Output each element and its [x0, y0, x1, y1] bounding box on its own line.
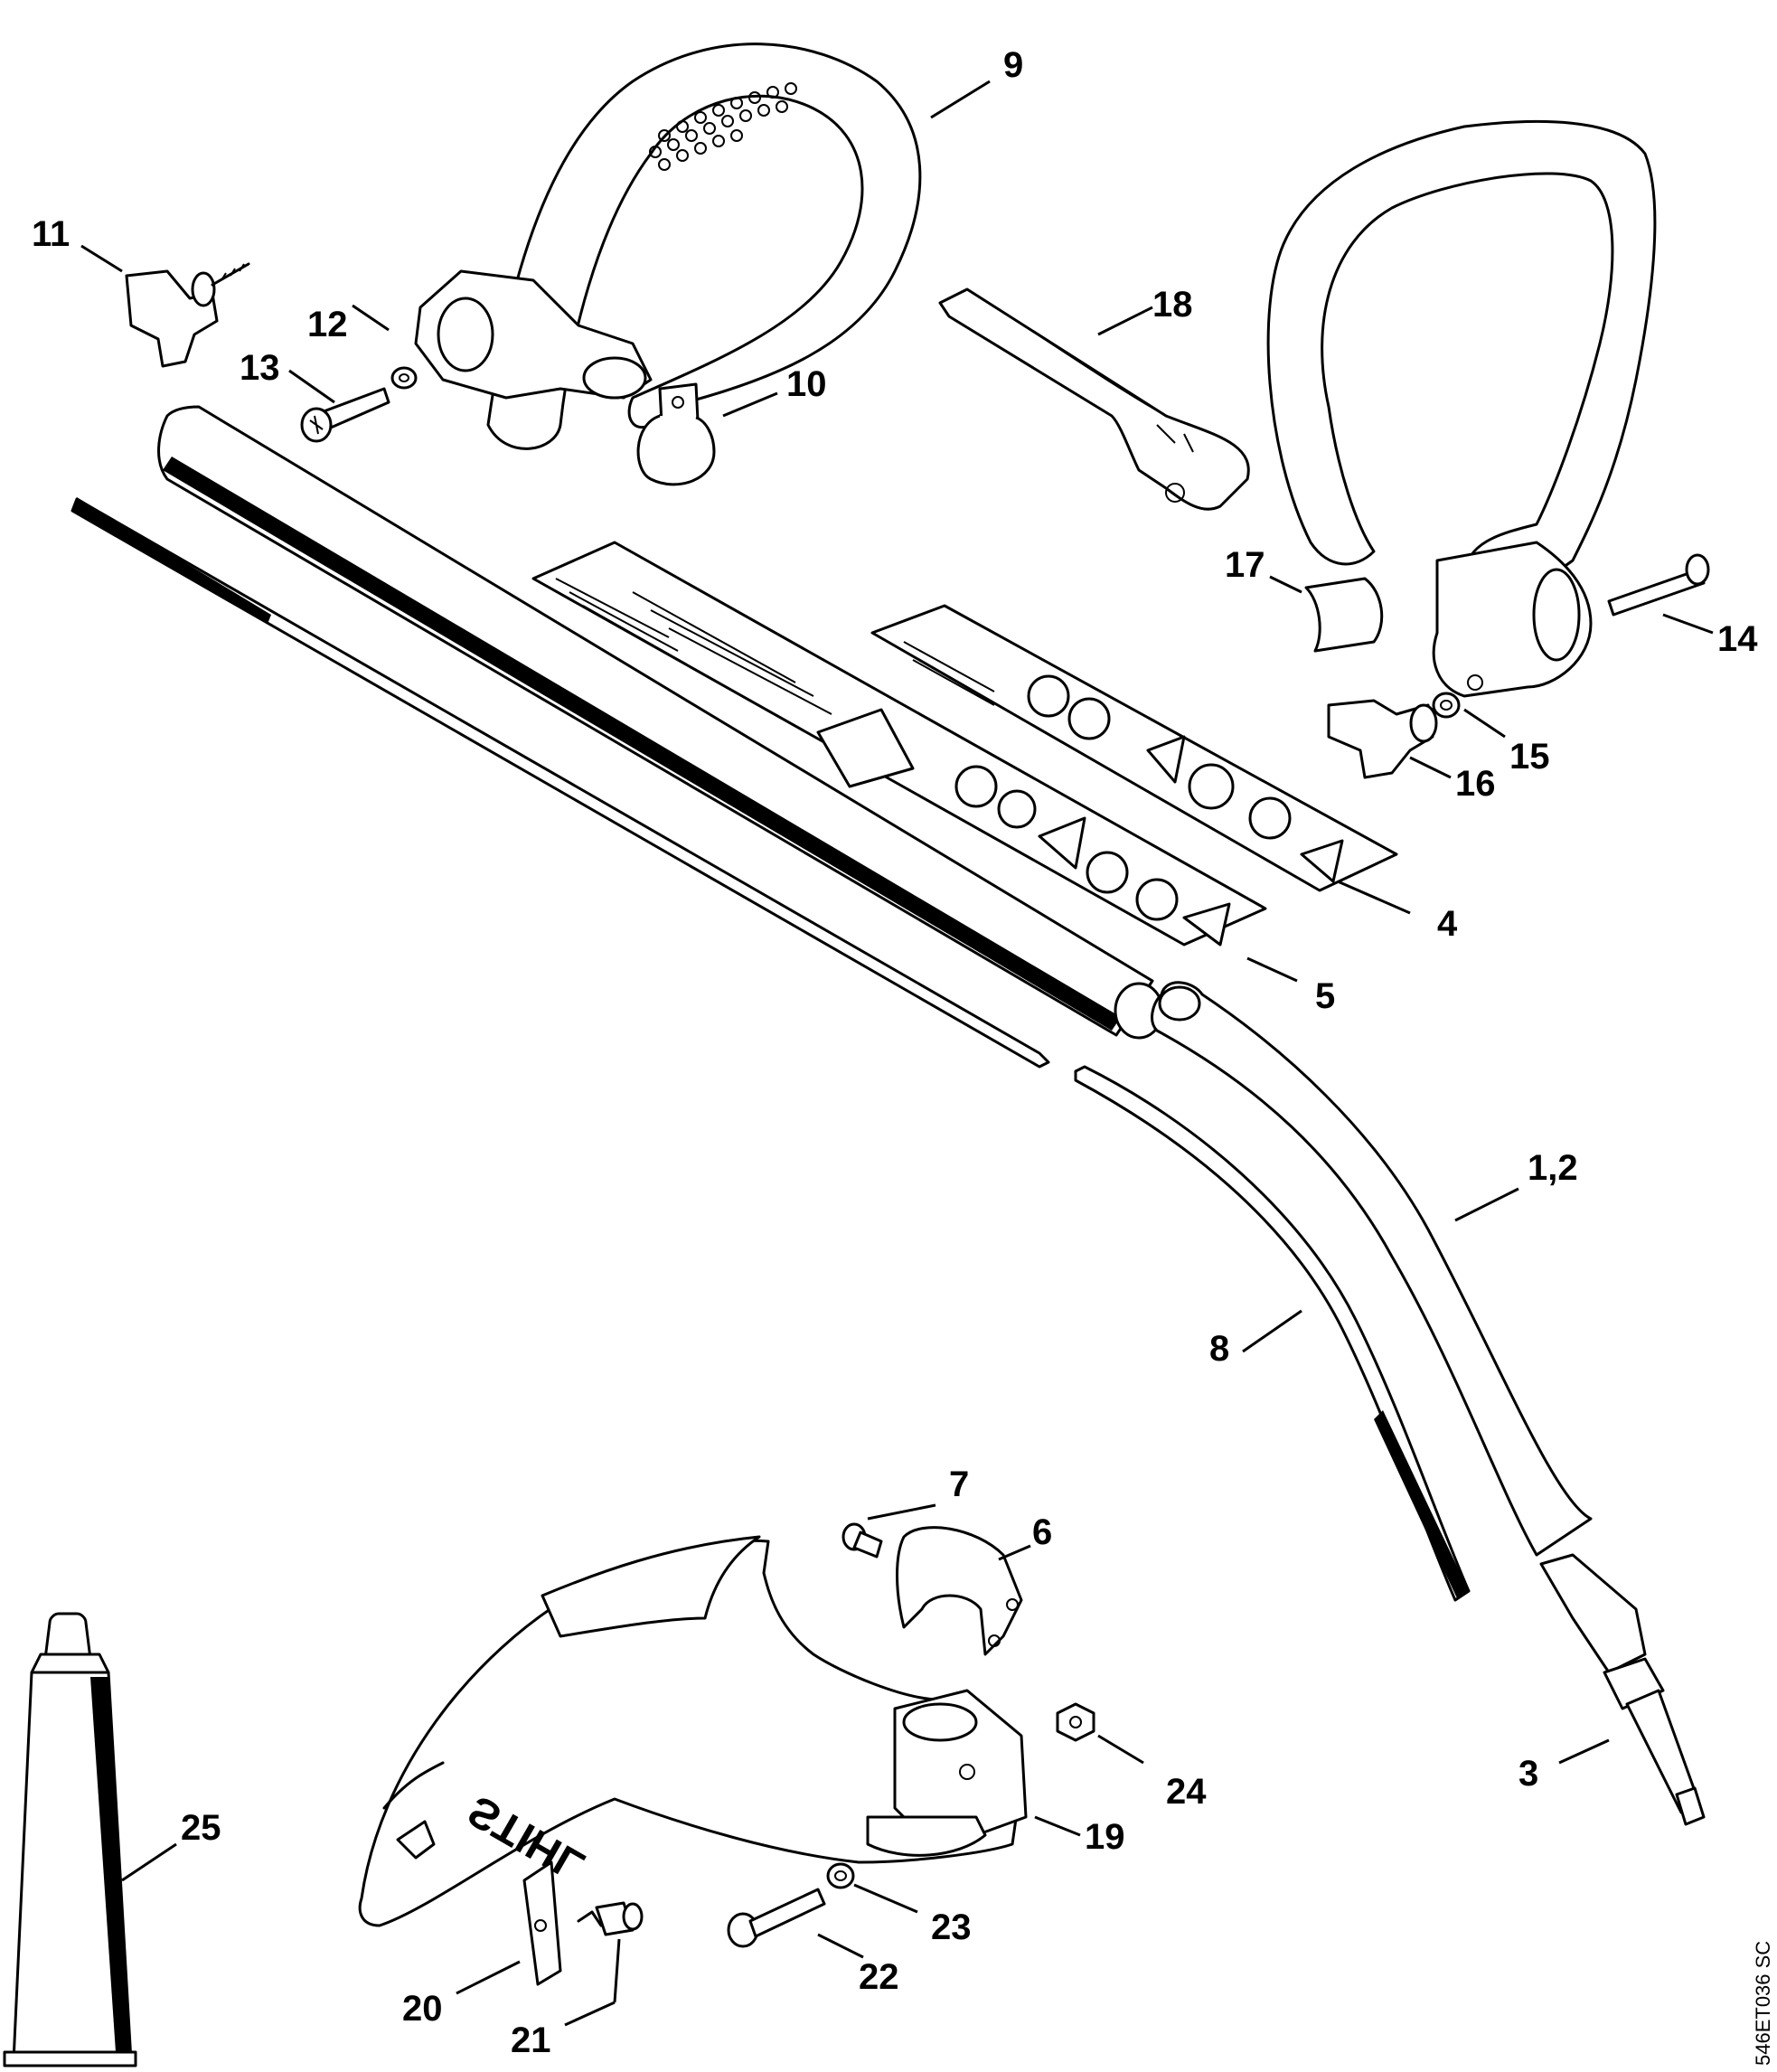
- screw-part-13: [300, 387, 390, 443]
- leader-lines: [80, 80, 1714, 2027]
- blade-part-20: [522, 1860, 562, 1986]
- part-label-17: 17: [1225, 545, 1265, 585]
- pad-part-17: [1304, 577, 1384, 653]
- clamp-part-10: [636, 382, 716, 486]
- part-label-4: 4: [1437, 904, 1458, 944]
- wing-screw-part-11: [125, 262, 250, 368]
- part-label-14: 14: [1717, 619, 1758, 659]
- grip-cover-part-18: [938, 287, 1250, 511]
- part-label-19: 19: [1085, 1817, 1125, 1857]
- part-label-18: 18: [1152, 285, 1193, 325]
- deflector-part-19: STIHL: [358, 1535, 1028, 1927]
- wing-screw-part-16: [1327, 699, 1438, 779]
- grease-tube-part-25: [3, 1612, 137, 2067]
- nut-part-24: [1056, 1702, 1095, 1742]
- loop-handle-part: [414, 42, 922, 450]
- clamp-part-6: [896, 1526, 1023, 1656]
- front-handle-part: [1266, 119, 1657, 698]
- part-label-21: 21: [511, 2020, 551, 2060]
- screw-part-14: [1607, 553, 1710, 617]
- part-label-16: 16: [1455, 764, 1496, 804]
- part-label-10: 10: [786, 364, 827, 404]
- part-label-25: 25: [181, 1808, 221, 1848]
- part-label-9: 9: [1003, 45, 1023, 85]
- part-label-20: 20: [402, 1989, 443, 2029]
- part-label-8: 8: [1209, 1329, 1229, 1369]
- part-label-15: 15: [1509, 737, 1550, 777]
- spring-part-21: [577, 1901, 644, 1936]
- part-label-5: 5: [1315, 976, 1335, 1016]
- part-label-12: 12: [307, 305, 348, 344]
- drive-tube-upper: [157, 405, 1164, 1040]
- part-label-7: 7: [949, 1465, 969, 1504]
- drawing-code: 546ET036 SC: [1752, 1941, 1774, 2066]
- part-label-22: 22: [859, 1957, 899, 1997]
- part-label-3: 3: [1518, 1754, 1538, 1794]
- screw-part-22: [727, 1888, 826, 1948]
- part-label-24: 24: [1166, 1772, 1207, 1812]
- part-label-13: 13: [240, 348, 280, 388]
- part-label-11: 11: [32, 214, 70, 254]
- washer-part-23: [826, 1862, 855, 1889]
- drive-shaft-lower: [1074, 1065, 1471, 1602]
- screw-part-7: [841, 1522, 883, 1559]
- part-label-23: 23: [931, 1907, 972, 1947]
- decal-part-4: [870, 604, 1398, 892]
- bearing-part-3: [1539, 1553, 1706, 1826]
- part-label-6: 6: [1032, 1512, 1052, 1552]
- decal-part-5: [531, 541, 1267, 947]
- grip-dots: [649, 82, 797, 171]
- part-label-1-2: 1,2: [1528, 1148, 1578, 1188]
- part-labels: 9 11 12 13 10 18 17 14 15 16 4 5 1,2 8 7…: [32, 45, 1758, 2060]
- washer-part-12: [390, 366, 418, 390]
- drive-shaft-upper: [71, 497, 1050, 1069]
- washer-part-15: [1432, 692, 1461, 719]
- drive-tube-lower: [1151, 981, 1593, 1557]
